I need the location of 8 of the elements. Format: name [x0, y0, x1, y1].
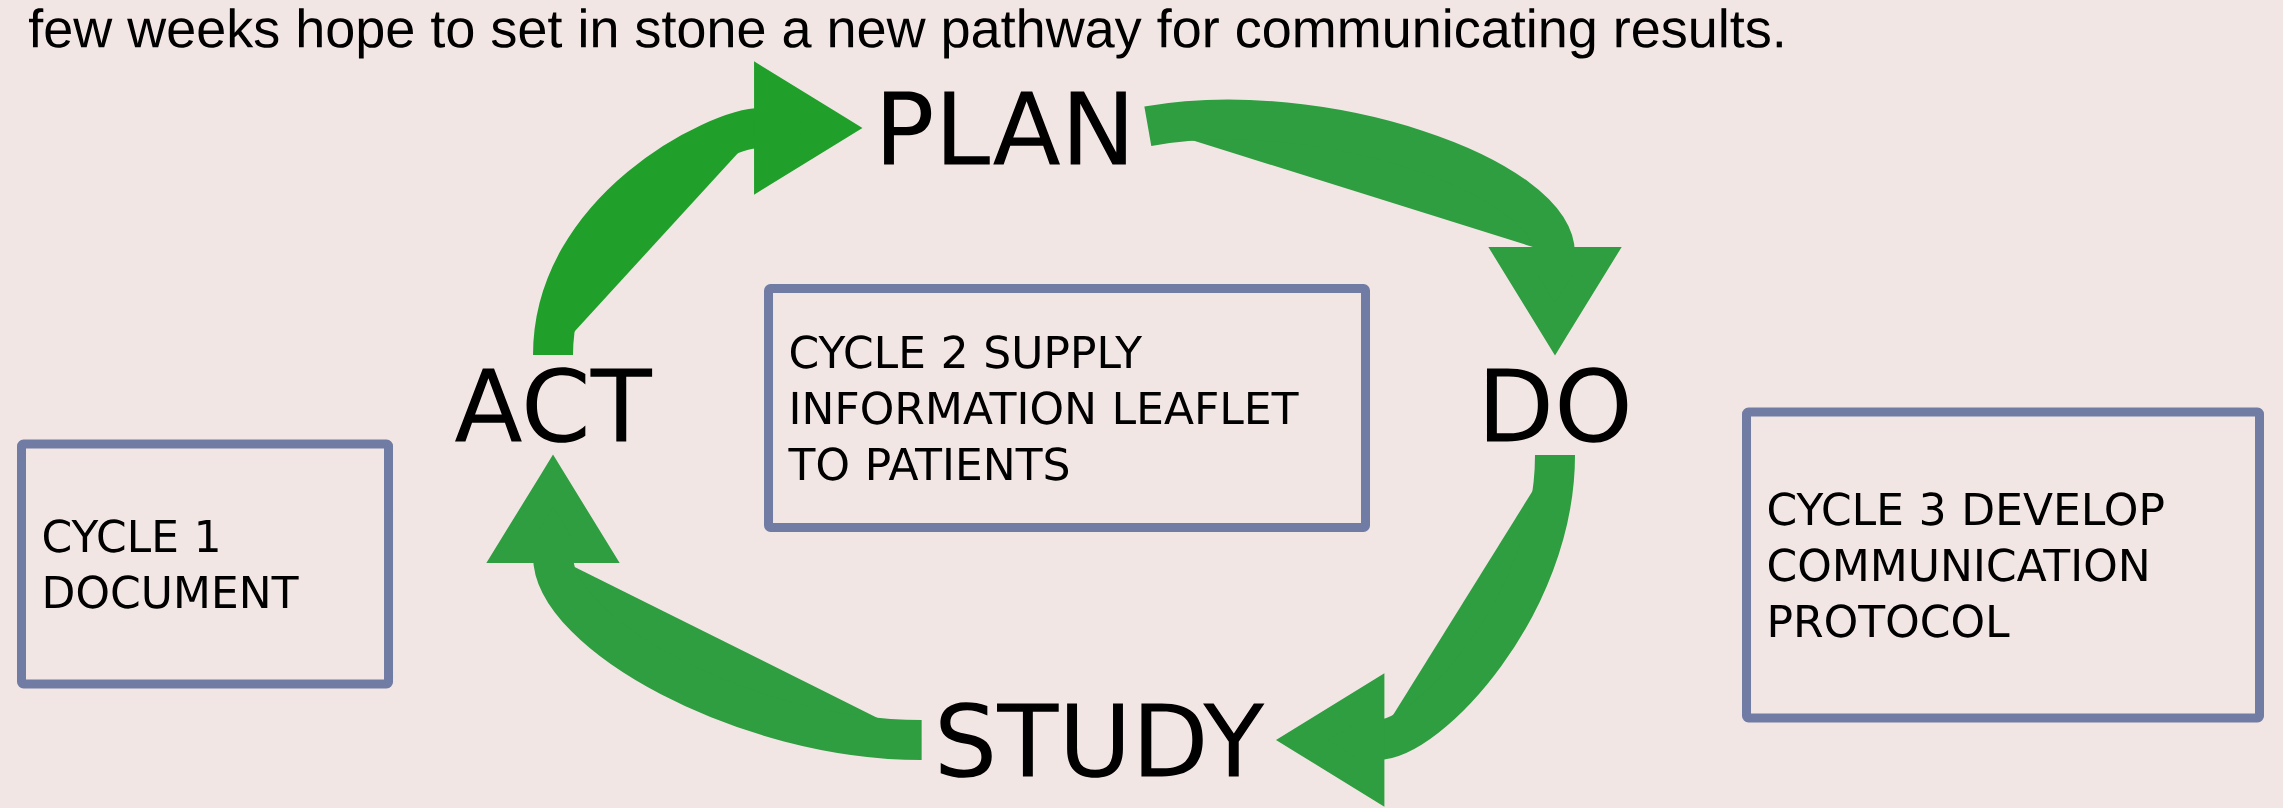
stage-label: ACT: [455, 367, 653, 443]
stage-label: PLAN: [884, 91, 1126, 165]
stage-label: STUDY: [940, 702, 1265, 778]
text-box: CYCLE 2 SUPPLY INFORMATION LEAFLET TO PATIENTS: [764, 284, 1370, 532]
text-box: CYCLE 3 DEVELOP COMMUNICATION PROTOCOL: [1742, 407, 2264, 723]
stage-label: DO: [1486, 367, 1628, 443]
text-box: CYCLE 1 DOCUMENT: [17, 439, 393, 689]
intro-text: few weeks hope to set in stone a new pathway for communicating results.: [29, 8, 1782, 59]
